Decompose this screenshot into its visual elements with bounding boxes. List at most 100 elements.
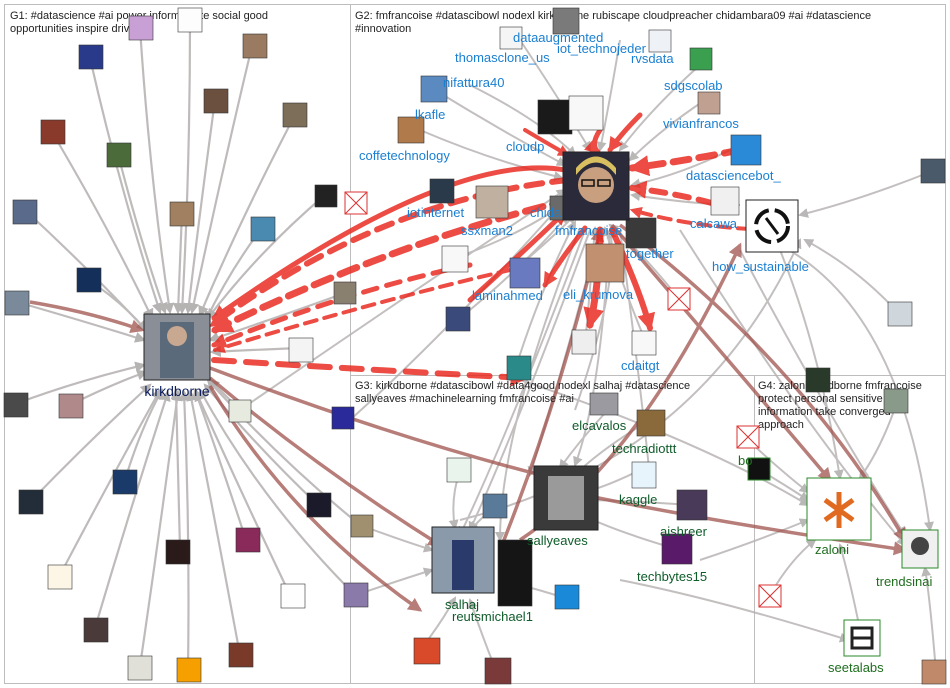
node-avatar (631, 461, 657, 489)
node-label: elcavalos (572, 418, 627, 433)
node-label-trendsinai: trendsinai (876, 574, 932, 589)
g3-labels: elcavalos techradiottt kaggle aishreer s… (445, 418, 708, 624)
node-avatar (18, 489, 44, 515)
node-avatar (343, 582, 369, 608)
node-avatar (169, 201, 195, 227)
node-avatar (475, 185, 509, 219)
node-label: cloudp (506, 139, 544, 154)
node-avatar (920, 158, 946, 184)
node-label-how-sustainable: how_sustainable (712, 259, 809, 274)
node-label: salhaj (445, 597, 479, 612)
node-avatar (429, 178, 455, 204)
node-avatar (697, 91, 721, 115)
node-avatar (537, 99, 573, 135)
node-zaloni (806, 477, 872, 541)
node-label: together (626, 246, 674, 261)
node-label: calcawa (690, 216, 738, 231)
missing-image-node (667, 287, 691, 311)
node-label: eli_krumova (563, 287, 634, 302)
node-avatar (420, 75, 448, 103)
node-label-kirkdborne: kirkdborne (144, 383, 210, 399)
node-avatar (636, 409, 666, 437)
node-avatar (413, 637, 441, 665)
node-label: chida (530, 205, 562, 220)
node-avatar (288, 337, 314, 363)
g2-labels: dataaugmented iot_technojeder thomasclon… (359, 30, 809, 373)
node-how-sustainable (745, 199, 799, 253)
node-avatar (499, 26, 523, 50)
missing-image-node (758, 584, 782, 608)
g3-nodes[interactable] (413, 392, 708, 685)
node-avatar (331, 406, 355, 430)
node-label: lkafle (415, 107, 445, 122)
node-label: reutsmichael1 (452, 609, 533, 624)
group-label-g2: G2: fmfrancoise #datascibowl nodexl kirk… (355, 10, 871, 35)
node-avatar (883, 388, 909, 414)
node-avatar (83, 617, 109, 643)
g2-nodes[interactable] (397, 7, 946, 381)
node-avatar (12, 199, 38, 225)
node-avatar (282, 102, 308, 128)
node-avatar (106, 142, 132, 168)
node-label: dataaugmented (513, 30, 603, 45)
node-avatar (571, 329, 597, 355)
node-kirkdborne[interactable]: kirkdborne (143, 313, 211, 399)
node-label: nifattura40 (443, 75, 504, 90)
node-label: rvsdata (631, 51, 674, 66)
node-avatar (441, 245, 469, 273)
node-avatar (4, 290, 30, 316)
node-avatar (177, 7, 203, 33)
node-avatar (40, 119, 66, 145)
node-avatar (585, 243, 625, 283)
node-label: datasciencebot_ (686, 168, 781, 183)
node-avatar (333, 281, 357, 305)
group-labels: G1: #datascience #ai power inform ignite… (10, 10, 922, 431)
node-label: techbytes15 (637, 569, 707, 584)
node-fmfrancoise-avatar (562, 151, 630, 221)
node-avatar (446, 457, 472, 483)
node-avatar (280, 583, 306, 609)
node-avatar (314, 184, 338, 208)
node-avatar (887, 301, 913, 327)
node-avatar (805, 367, 831, 393)
node-avatar (350, 514, 374, 538)
node-avatar (397, 116, 425, 144)
node-avatar (235, 527, 261, 553)
node-label: iot_technojeder (557, 41, 647, 56)
node-avatar (676, 489, 708, 521)
node-avatar (484, 657, 512, 685)
node-avatar (509, 257, 541, 289)
node-avatar (661, 533, 693, 565)
g4-nodes[interactable] (736, 367, 947, 685)
node-avatar (625, 217, 657, 249)
g4-labels: bo zaloni trendsinai seetalabs (738, 453, 932, 675)
node-avatar (648, 29, 672, 53)
node-label: cdaitgt (621, 358, 660, 373)
node-avatar (589, 392, 619, 416)
node-seetalabs (843, 619, 881, 657)
missing-image-node (736, 425, 760, 449)
node-avatar (250, 216, 276, 242)
edges-red (209, 112, 792, 387)
node-avatar (128, 15, 154, 41)
node-avatar (631, 330, 657, 356)
node-label-fmfrancoise: fmfrancoise (555, 223, 622, 238)
node-avatar (554, 584, 580, 610)
node-label: techradiottt (612, 441, 677, 456)
group-frames (4, 4, 946, 684)
node-label: vivianfrancos (663, 116, 739, 131)
node-avatar (58, 393, 84, 419)
g1-nodes[interactable] (3, 7, 374, 683)
node-avatar (747, 457, 771, 481)
node-avatar (242, 33, 268, 59)
node-avatar (568, 95, 604, 131)
node-label: coffetechnology (359, 148, 450, 163)
group-box-g4 (754, 375, 946, 684)
node-label: aishreer (660, 524, 708, 539)
node-avatar (176, 657, 202, 683)
node-avatar (228, 642, 254, 668)
node-avatar (445, 306, 471, 332)
node-avatar (47, 564, 73, 590)
